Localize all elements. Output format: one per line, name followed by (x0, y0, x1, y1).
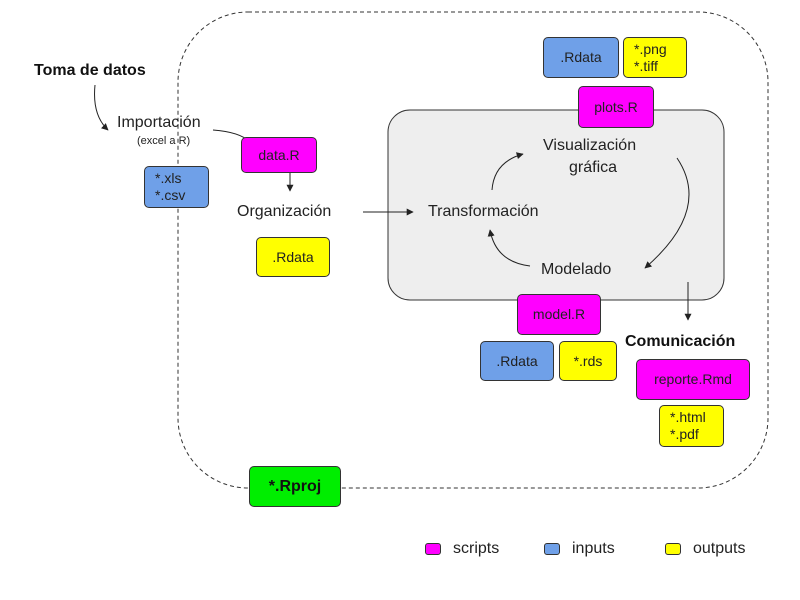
arrow-transformacion-to-visualizacion (491, 152, 524, 191)
box-reporte-rmd: reporte.Rmd (636, 359, 750, 400)
box-png-label: *.png (634, 40, 667, 57)
legend-inputs: inputs (544, 540, 615, 558)
project-boundary (177, 11, 769, 489)
arrow-modelado-to-transformacion (487, 229, 531, 267)
box-tiff-label: *.tiff (634, 57, 658, 74)
legend-inputs-label: inputs (572, 540, 615, 557)
legend-scripts-swatch (425, 543, 441, 555)
label-comunicacion: Comunicación (625, 333, 736, 350)
box-xls-csv: *.xls *.csv (144, 166, 209, 208)
legend-inputs-swatch (544, 543, 560, 555)
label-toma-de-datos: Toma de datos (34, 62, 146, 79)
box-rproj: *.Rproj (249, 466, 341, 507)
legend-outputs: outputs (665, 540, 745, 558)
box-pdf-label: *.pdf (670, 426, 699, 442)
box-html-label: *.html (670, 409, 706, 425)
box-png-tiff: *.png *.tiff (623, 37, 687, 78)
box-plots-r: plots.R (578, 86, 654, 128)
box-rdata-model: .Rdata (480, 341, 554, 381)
arrow-toma-to-importacion (94, 84, 109, 131)
box-rdata-visualizacion: .Rdata (543, 37, 619, 78)
label-organizacion: Organización (237, 203, 332, 220)
box-csv-label: *.csv (155, 187, 186, 203)
label-importacion-sub: (excel a R) (137, 135, 191, 147)
legend-outputs-swatch (665, 543, 681, 555)
label-visualizacion: Visualización (543, 137, 637, 154)
legend-scripts: scripts (425, 540, 499, 558)
box-rds: *.rds (559, 341, 617, 381)
box-model-r: model.R (517, 294, 601, 335)
legend-outputs-label: outputs (693, 540, 746, 557)
box-rdata-organizacion: .Rdata (256, 237, 330, 277)
arrow-visualizacion-to-modelado (644, 157, 690, 269)
legend-scripts-label: scripts (453, 540, 500, 557)
box-xls-label: *.xls (155, 170, 182, 186)
box-data-r: data.R (241, 137, 317, 173)
label-transformacion: Transformación (428, 203, 539, 220)
label-grafica: gráfica (569, 159, 618, 176)
label-modelado: Modelado (541, 261, 612, 278)
box-html-pdf: *.html *.pdf (659, 405, 724, 447)
label-importacion: Importación (117, 114, 201, 131)
